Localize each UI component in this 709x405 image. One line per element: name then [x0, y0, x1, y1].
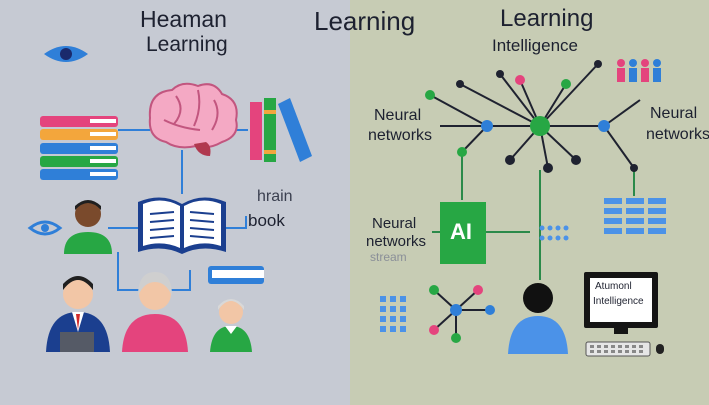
neural-networks-label-left-1: Neural: [374, 107, 422, 124]
open-book-icon: [138, 197, 226, 254]
user-avatar: [508, 283, 568, 354]
computer-monitor-icon: [584, 272, 658, 334]
data-grid-icon: [604, 198, 666, 234]
neural-networks-label-right-2: networks: [646, 126, 709, 143]
standing-books-icon: [250, 98, 312, 162]
closed-book-icon: [208, 266, 264, 284]
monitor-text-line2: Intelligence: [593, 296, 644, 307]
right-title-line1: Learning: [500, 5, 594, 32]
book-label: book: [248, 211, 285, 230]
student-avatar: [64, 200, 112, 254]
child-avatar: [210, 299, 252, 352]
neural-networks-label-right-1: Neural: [650, 105, 698, 122]
neural-network-nodes: [425, 60, 638, 173]
book-stack-icon: [40, 116, 118, 180]
neural-networks-label-mid-1: Neural: [372, 215, 417, 232]
people-group-icon: [617, 59, 661, 82]
monitor-text-line1: Atumonl: [595, 281, 632, 292]
brain-label: hrain: [257, 188, 293, 205]
grandmother-avatar: [122, 272, 188, 352]
dot-cluster-icon: [539, 225, 569, 241]
ai-chip-icon: [440, 202, 486, 264]
neural-networks-label-mid-2: networks: [366, 233, 427, 250]
brain-icon: [148, 82, 238, 156]
ai-connectors: [432, 152, 635, 280]
neural-networks-label-mid-3: stream: [370, 250, 407, 264]
neural-networks-label-left-2: networks: [368, 127, 433, 144]
eye-outline-icon: [27, 220, 63, 236]
keyboard-icon: [585, 341, 664, 357]
left-title-line2: Learning: [146, 33, 228, 56]
left-title-line1: Heaman: [140, 6, 227, 32]
molecule-network-icon: [429, 285, 495, 343]
right-title-line2: Intelligence: [492, 36, 579, 55]
ai-label: AI: [450, 219, 472, 244]
teacher-avatar: [46, 276, 110, 352]
center-title: Learning: [314, 6, 416, 36]
eye-icon: [44, 46, 88, 62]
small-grid-icon: [380, 296, 406, 332]
